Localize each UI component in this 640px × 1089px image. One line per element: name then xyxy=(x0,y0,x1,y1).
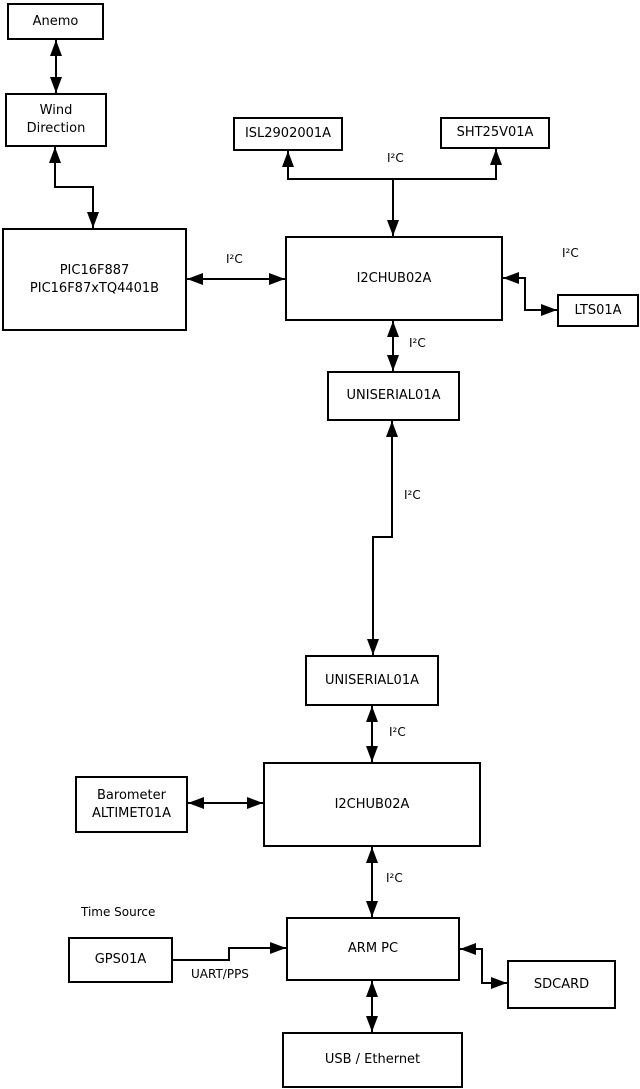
edge-label-i2c-uniserial-hub: I²C xyxy=(389,725,406,739)
node-label: SHT25V01A xyxy=(456,125,534,141)
node-label: I2CHUB02A xyxy=(356,270,432,286)
node-usb-ethernet: USB / Ethernet xyxy=(282,1032,463,1088)
node-arm-pc: ARM PC xyxy=(286,917,460,981)
node-label: Anemo xyxy=(32,13,79,29)
node-label: Direction xyxy=(26,121,86,136)
node-uniserial01a-lower: UNISERIAL01A xyxy=(305,655,439,706)
node-i2chub02a-lower: I2CHUB02A xyxy=(263,762,481,847)
node-sht25v01a: SHT25V01A xyxy=(440,117,550,149)
label-time-source: Time Source xyxy=(81,905,156,919)
edge-label-i2c-pic-hub: I²C xyxy=(226,252,243,266)
node-label: PIC16F887 xyxy=(59,262,130,278)
edge-gps-armpc xyxy=(173,942,286,961)
edge-label-i2c-hub-uniserial: I²C xyxy=(409,336,426,350)
edge-label-i2c-hub-lts: I²C xyxy=(562,246,579,260)
node-label: ALTIMET01A xyxy=(92,805,171,821)
node-isl2902001a: ISL2902001A xyxy=(233,117,343,151)
node-label: USB / Ethernet xyxy=(324,1052,421,1068)
edge-uniserial-uniserial xyxy=(367,421,398,655)
edge-i2chub-lts xyxy=(503,272,557,316)
node-barometer-altimet01a: Barometer ALTIMET01A xyxy=(75,776,188,833)
edge-label-uart-pps: UART/PPS xyxy=(191,967,249,981)
node-label: Wind xyxy=(39,103,73,119)
node-label: ARM PC xyxy=(347,941,399,957)
node-uniserial01a-upper: UNISERIAL01A xyxy=(327,371,460,421)
node-label: LTS01A xyxy=(574,302,622,318)
node-lts01a: LTS01A xyxy=(557,294,639,327)
node-i2chub02a-upper: I2CHUB02A xyxy=(285,236,503,321)
node-anemo: Anemo xyxy=(7,3,104,40)
node-pic16f887: PIC16F887 PIC16F87xTQ4401B xyxy=(2,228,187,331)
node-label: SDCARD xyxy=(533,976,590,992)
node-label: I2CHUB02A xyxy=(334,796,410,812)
edge-armpc-sdcard xyxy=(460,943,507,989)
edge-wind-pic xyxy=(49,147,99,228)
node-label: ISL2902001A xyxy=(244,126,332,142)
node-label: GPS01A xyxy=(94,952,147,968)
node-gps01a: GPS01A xyxy=(68,937,173,983)
edge-label-i2c-isl-sht: I²C xyxy=(387,151,404,165)
node-sdcard: SDCARD xyxy=(507,960,616,1009)
node-label: UNISERIAL01A xyxy=(325,672,419,688)
edge-label-i2c-hub-arm: I²C xyxy=(386,871,403,885)
node-wind-direction: Wind Direction xyxy=(5,93,107,147)
edge-label-i2c-uniserial-link: I²C xyxy=(404,488,421,502)
node-label: PIC16F87xTQ4401B xyxy=(29,280,160,296)
node-label: UNISERIAL01A xyxy=(346,388,441,404)
node-label: Barometer xyxy=(97,787,166,803)
